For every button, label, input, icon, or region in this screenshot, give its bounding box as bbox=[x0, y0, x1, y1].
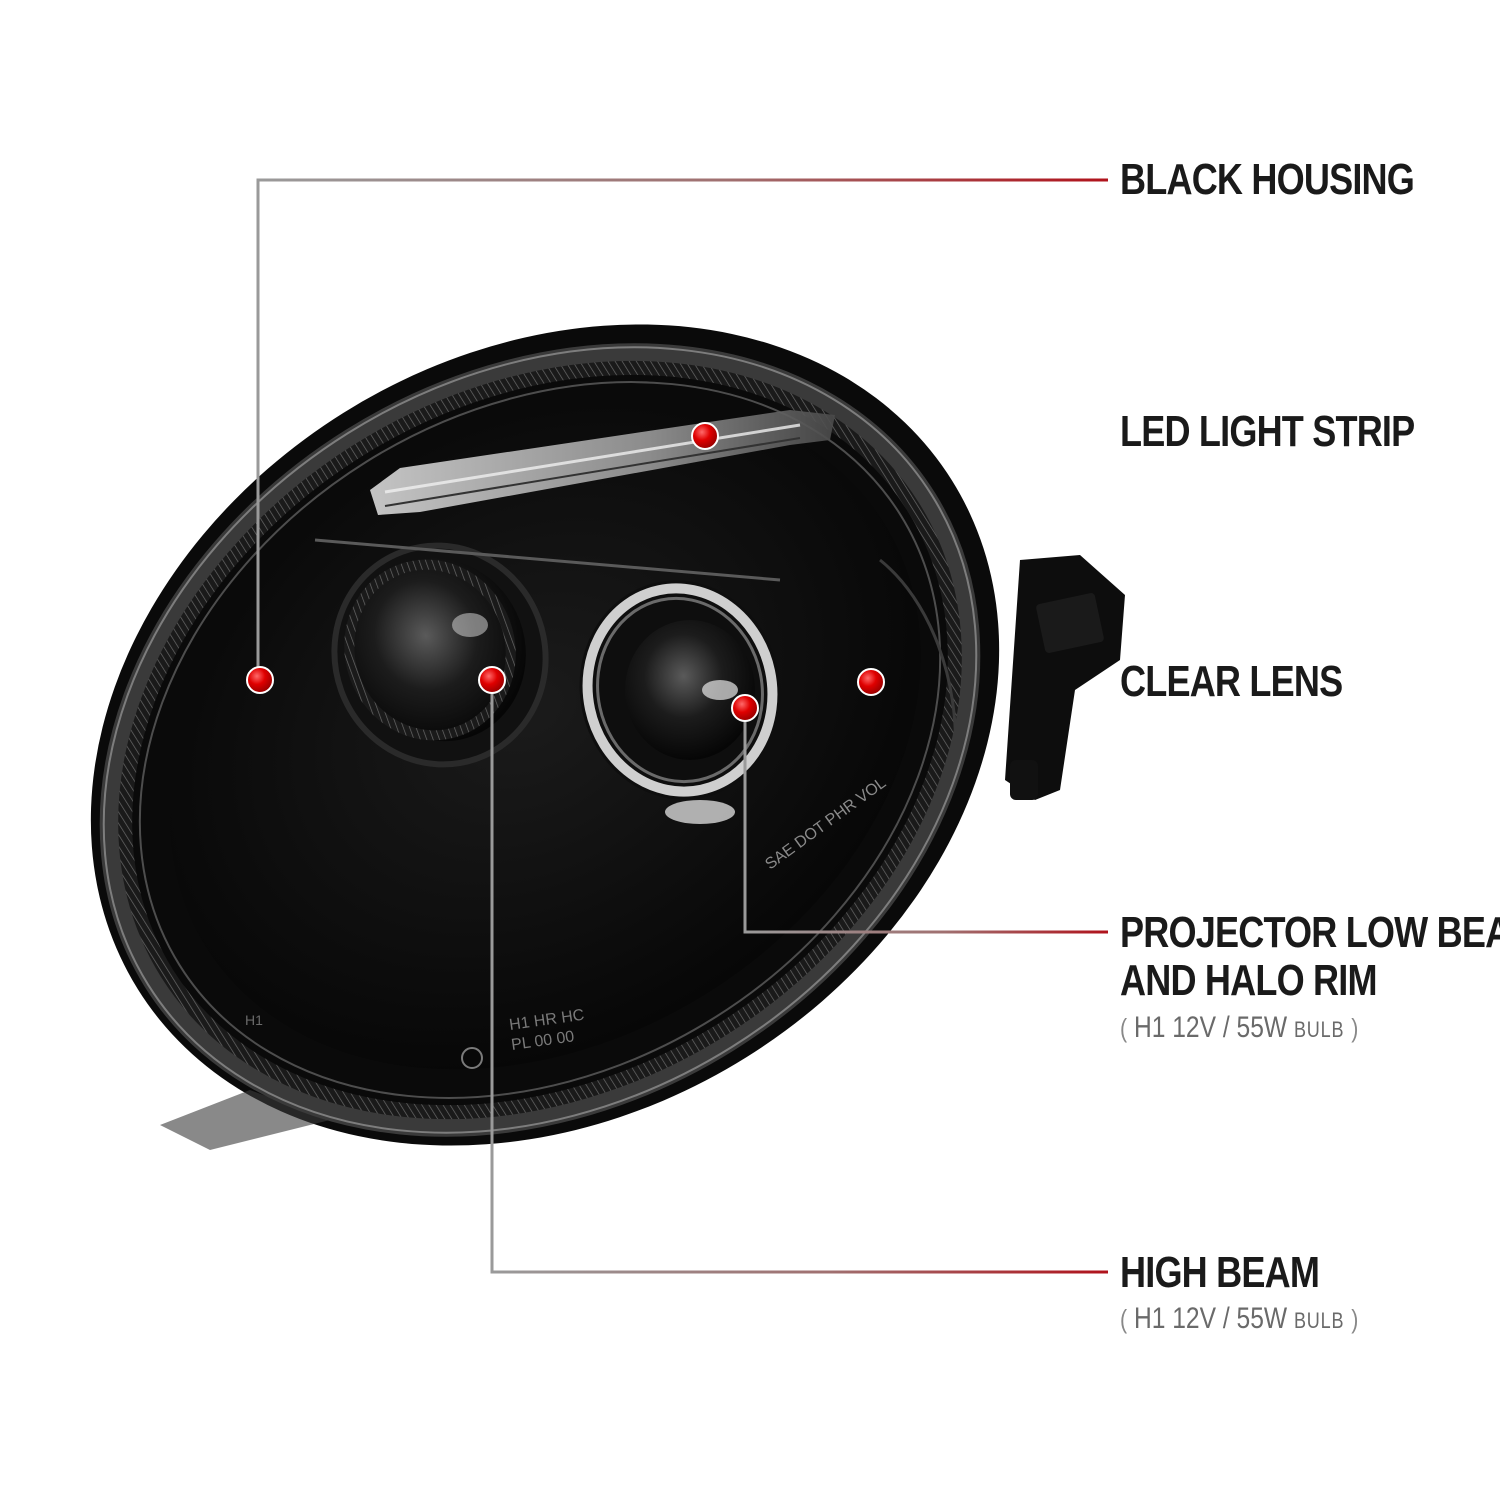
e-mark-icon bbox=[461, 1047, 483, 1069]
callout-line-black-housing bbox=[256, 178, 1108, 680]
spec-projector: ( H1 12V / 55W BULB ) bbox=[1120, 1011, 1359, 1044]
marker-clear-lens bbox=[857, 668, 885, 696]
callout-line-projector bbox=[743, 708, 1108, 934]
lens-marking-h1: H1 bbox=[245, 1012, 263, 1028]
halo-ring bbox=[582, 583, 778, 797]
marker-projector bbox=[731, 694, 759, 722]
spec-projector-unit: BULB bbox=[1293, 1017, 1345, 1042]
callout-line-high-beam bbox=[490, 680, 1108, 1274]
label-high-beam: HIGH BEAM bbox=[1120, 1248, 1320, 1297]
label-projector-line1: PROJECTOR LOW BEAM bbox=[1120, 908, 1500, 957]
connector-tab bbox=[1005, 555, 1125, 800]
spec-high-beam-unit: BULB bbox=[1293, 1308, 1345, 1333]
label-clear-lens: CLEAR LENS bbox=[1120, 657, 1343, 706]
headlight-assembly: SAE DOT PHR VOL H1 H1 HR HC PL 00 00 bbox=[90, 324, 1125, 1150]
label-led-light-strip: LED LIGHT STRIP bbox=[1120, 407, 1415, 456]
inner-bowl bbox=[169, 400, 921, 1070]
clear-lens-rim bbox=[99, 343, 981, 1137]
marker-led-strip bbox=[691, 422, 719, 450]
label-black-housing: BLACK HOUSING bbox=[1120, 155, 1415, 204]
spec-high-beam: ( H1 12V / 55W BULB ) bbox=[1120, 1302, 1359, 1335]
spec-high-beam-value: H1 12V / 55W bbox=[1133, 1302, 1288, 1335]
spec-projector-value: H1 12V / 55W bbox=[1133, 1011, 1288, 1044]
label-projector-line2: AND HALO RIM bbox=[1120, 956, 1378, 1005]
callout-markers bbox=[246, 422, 885, 722]
callout-lines bbox=[256, 178, 1108, 1274]
marker-black-housing bbox=[246, 666, 274, 694]
marker-high-beam bbox=[478, 666, 506, 694]
low-beam-projector bbox=[579, 580, 781, 824]
